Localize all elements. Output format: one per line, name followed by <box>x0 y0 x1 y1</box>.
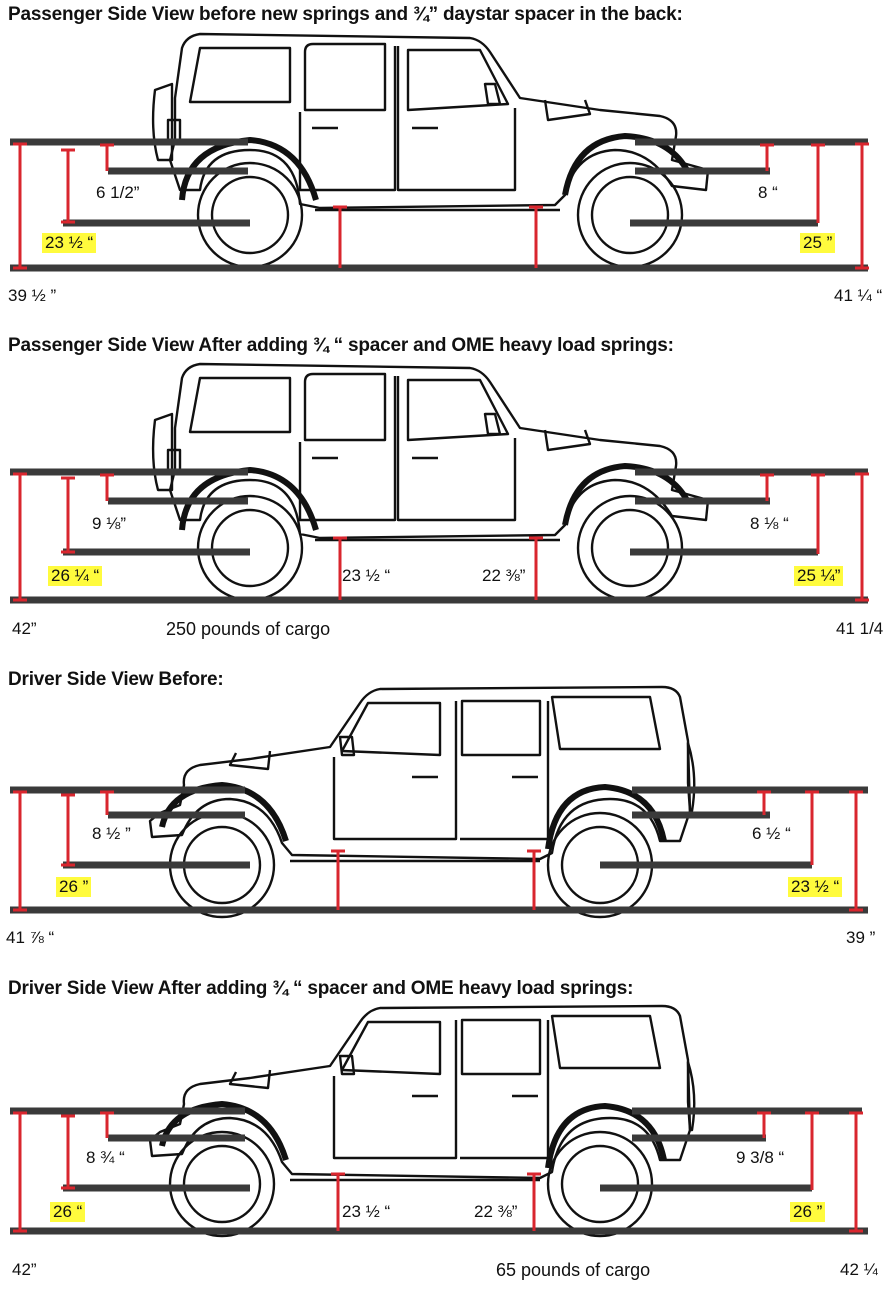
front-mid-measure: 6 1/2” <box>96 183 140 202</box>
front-low-measure: 23 ½ “ <box>42 233 97 253</box>
panel-title: Driver Side View After adding ¾ “ spacer… <box>8 978 634 999</box>
rear-total-measure: 42 ¼ <box>840 1260 878 1279</box>
driver-after-diagram <box>10 1004 868 1238</box>
measure-lines <box>13 142 869 270</box>
driver-before-diagram <box>10 685 868 919</box>
cargo-note: 250 pounds of cargo <box>166 619 331 639</box>
measure-lines <box>13 472 869 602</box>
jeep-drawing <box>151 362 710 602</box>
front-total-measure: 39 ½ ” <box>8 286 57 305</box>
rocker-rear-measure: 22 ⅜” <box>482 566 526 585</box>
front-low-measure: 26 ” <box>56 877 92 897</box>
front-mid-measure: 8 ½ ” <box>92 824 131 843</box>
jeep-drawing <box>151 32 710 269</box>
front-mid-measure: 9 ⅛” <box>92 514 127 533</box>
panel-title: Passenger Side View before new springs a… <box>8 4 683 25</box>
measure-lines <box>13 790 863 912</box>
cargo-note: 65 pounds of cargo <box>496 1260 651 1280</box>
front-mid-measure: 8 ¾ “ <box>86 1148 125 1167</box>
reference-bars <box>10 468 868 604</box>
rear-total-measure: 41 1/4 <box>836 619 884 638</box>
rear-mid-measure: 8 ⅛ “ <box>750 514 789 533</box>
jeep-drawing <box>148 685 696 919</box>
measure-lines <box>13 1111 863 1233</box>
panel-driver-before: Driver Side View Before: <box>0 665 895 975</box>
reference-bars <box>10 786 868 914</box>
rear-mid-measure: 9 3/8 “ <box>736 1148 785 1167</box>
rear-total-measure: 39 ” <box>846 928 876 947</box>
rocker-front-measure: 23 ½ “ <box>342 1202 391 1221</box>
rear-total-measure: 41 ¼ “ <box>834 286 883 305</box>
jeep-drawing <box>148 1004 696 1238</box>
front-low-measure: 26 “ <box>50 1202 86 1222</box>
front-total-measure: 41 ⅞ “ <box>6 928 55 947</box>
reference-bars <box>10 138 868 272</box>
panel-title: Driver Side View Before: <box>8 669 224 690</box>
rear-mid-measure: 8 “ <box>758 183 778 202</box>
panel-passenger-after: Passenger Side View After adding ¾ “ spa… <box>0 330 895 655</box>
panel-passenger-before: Passenger Side View before new springs a… <box>0 0 895 325</box>
front-low-measure: 26 ¼ “ <box>48 566 103 586</box>
front-total-measure: 42” <box>12 619 37 638</box>
passenger-before-diagram <box>10 32 869 272</box>
panel-driver-after: Driver Side View After adding ¾ “ spacer… <box>0 978 895 1300</box>
panel-title: Passenger Side View After adding ¾ “ spa… <box>8 335 674 356</box>
rear-mid-measure: 6 ½ “ <box>752 824 791 843</box>
rear-low-measure: 26 ” <box>790 1202 826 1222</box>
rear-low-measure: 23 ½ “ <box>788 877 843 897</box>
passenger-after-diagram <box>10 362 869 604</box>
front-total-measure: 42” <box>12 1260 37 1279</box>
rear-low-measure: 25 ” <box>800 233 836 253</box>
reference-bars <box>10 1107 868 1235</box>
rocker-front-measure: 23 ½ “ <box>342 566 391 585</box>
rocker-rear-measure: 22 ⅜” <box>474 1202 518 1221</box>
rear-low-measure: 25 ¼” <box>794 566 844 586</box>
